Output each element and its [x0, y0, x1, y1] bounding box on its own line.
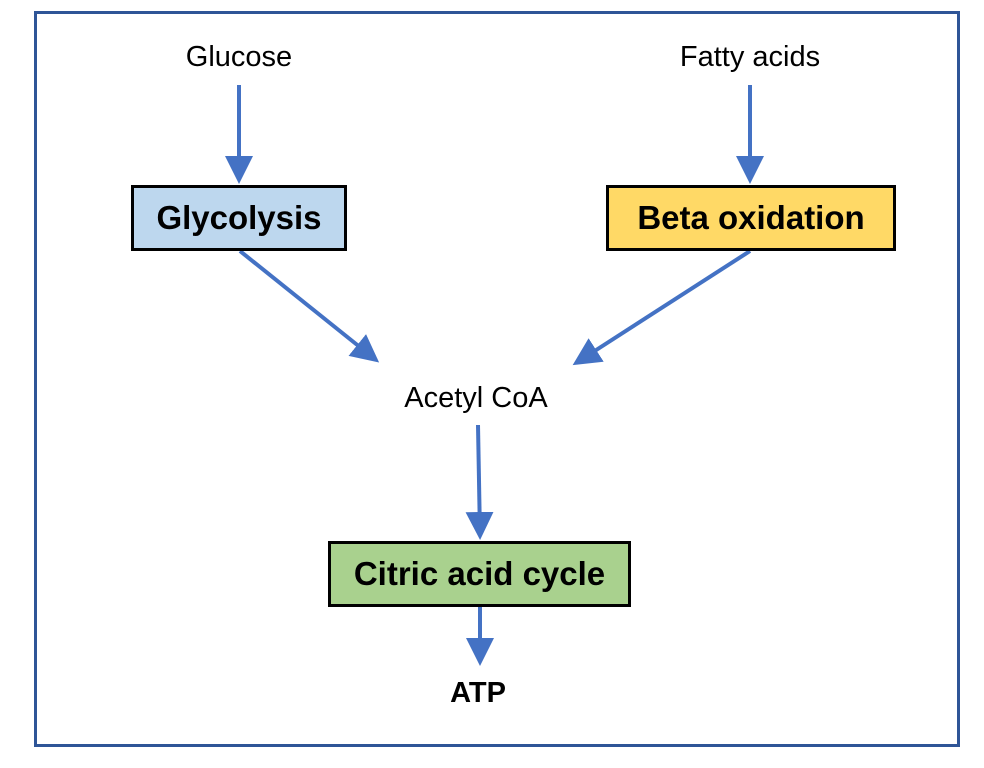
- node-atp: ATP: [450, 677, 506, 709]
- node-beta-oxidation: Beta oxidation: [606, 185, 896, 251]
- node-glycolysis: Glycolysis: [131, 185, 347, 251]
- node-glucose: Glucose: [185, 41, 293, 73]
- node-fatty-acids: Fatty acids: [679, 41, 821, 73]
- diagram-frame: [34, 11, 960, 747]
- node-citric-acid-cycle: Citric acid cycle: [328, 541, 631, 607]
- arrow-glycolysis-to-acetyl-coa: [238, 249, 380, 363]
- arrow-acetyl-coa-to-citric-acid-cycle: [465, 424, 494, 540]
- arrow-beta-oxidation-to-acetyl-coa: [572, 249, 752, 366]
- node-acetyl-coa: Acetyl CoA: [404, 382, 548, 414]
